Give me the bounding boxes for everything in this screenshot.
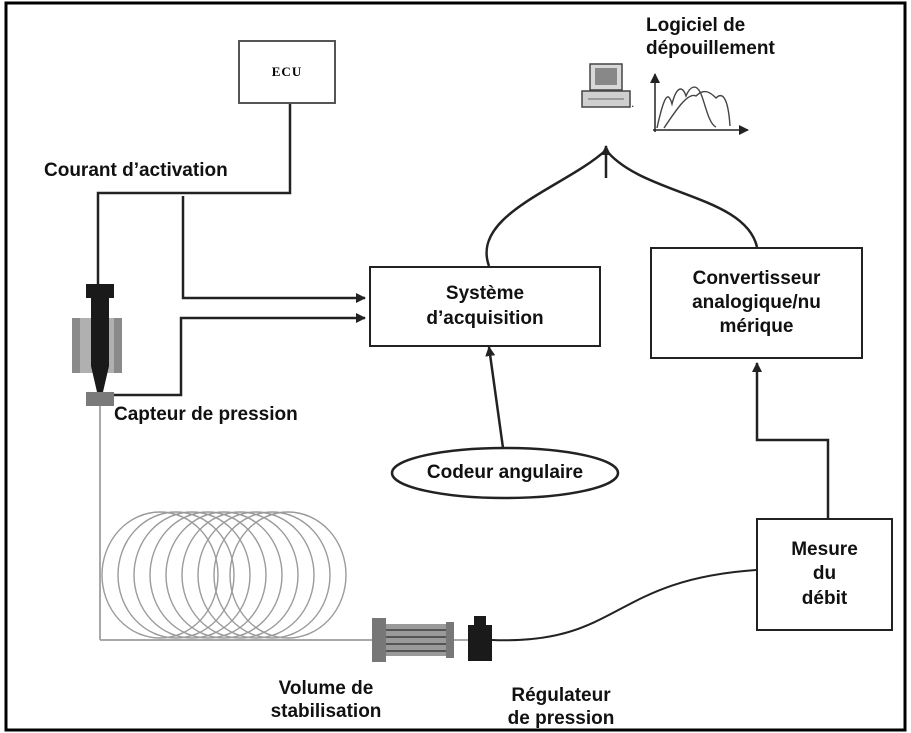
outer-frame	[4, 1, 907, 732]
coil	[101, 511, 347, 639]
converter-to-pc-curve	[605, 149, 759, 248]
activation-current-label: Courant d’activation	[44, 160, 228, 181]
acquisition-box: Système d’acquisition	[369, 266, 601, 347]
converter-label: Convertisseur analogique/nu mérique	[692, 267, 821, 338]
encoder-label: Codeur angulaire	[426, 462, 584, 483]
ecu-box: ECU	[238, 40, 336, 104]
flow-to-converter-arrow	[752, 362, 830, 518]
svg-text:.: .	[631, 96, 634, 110]
pressure-sensor-label: Capteur de pression	[114, 404, 298, 425]
converter-box: Convertisseur analogique/nu mérique	[650, 247, 863, 359]
acquisition-to-pc-curve	[485, 149, 607, 267]
stabilization-volume	[372, 618, 454, 662]
pressure-signal-arrow	[110, 313, 366, 397]
encoder-ellipse	[390, 446, 620, 500]
ecu-activation-wire	[96, 103, 292, 288]
encoder-arrow	[485, 346, 505, 449]
stabilization-volume-label: Volume de stabilisation	[270, 678, 382, 723]
injector	[72, 284, 122, 406]
current-signal-arrow	[181, 196, 366, 303]
regulator-to-flow-line	[491, 569, 757, 642]
analysis-software-label: Logiciel de dépouillement	[646, 15, 775, 60]
signal-plot-icon	[650, 73, 749, 135]
acquisition-label: Système d’acquisition	[426, 283, 544, 329]
pressure-regulator	[468, 616, 492, 661]
ecu-label: ECU	[271, 64, 303, 79]
flow-measurement-label: Mesure du débit	[791, 539, 858, 609]
pressure-regulator-label: Régulateur de pression	[507, 685, 615, 730]
computer-icon: .	[581, 63, 634, 110]
flow-measurement-box: Mesure du débit	[756, 518, 893, 631]
